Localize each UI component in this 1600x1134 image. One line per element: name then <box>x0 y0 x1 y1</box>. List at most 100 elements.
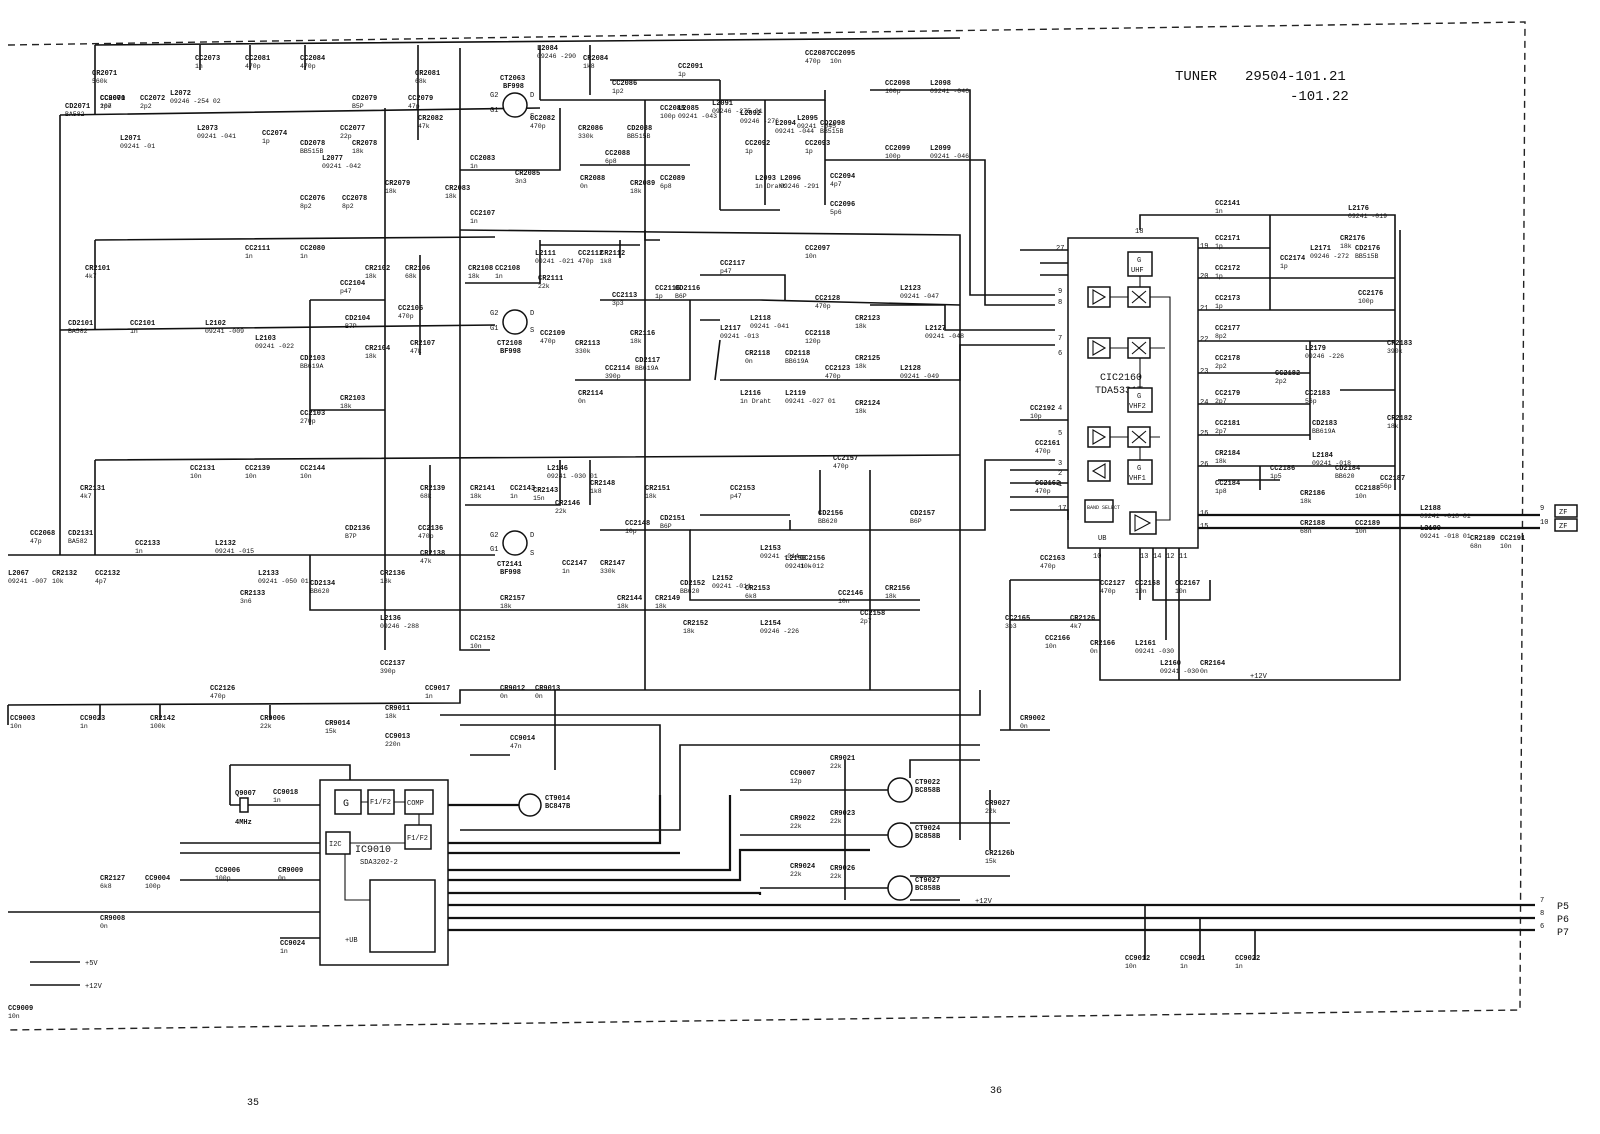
component-value-cc2112: 470p <box>578 258 594 265</box>
component-value-cc2085: 100p <box>660 113 676 120</box>
cic2160-pin22: 22 <box>1200 336 1208 344</box>
component-ref-cd2078: CD2078 <box>300 140 325 148</box>
component-value-l2117: 09241 -013 <box>720 333 759 340</box>
component-value-l2160: 09241 -030 <box>1160 668 1199 675</box>
pll-prescaler-block <box>404 824 432 850</box>
ct2063-type: BF998 <box>503 83 524 91</box>
component-value-cc2188: 10n <box>1355 493 1367 500</box>
component-ref-cr9027: CR9027 <box>985 800 1010 808</box>
vhf2-stage-lines <box>465 240 760 321</box>
component-ref-cr2184: CR2184 <box>1215 450 1240 458</box>
if-output-connector-1 <box>1554 504 1578 518</box>
component-value-cr9027: 22k <box>985 808 997 815</box>
component-ref-l2077: L2077 <box>322 155 343 163</box>
cic2160-supply <box>1000 579 1100 731</box>
component-ref-cc2152: CC2152 <box>470 635 495 643</box>
component-value-cr2153: 6k8 <box>745 593 757 600</box>
component-ref-cc9014: CC9014 <box>510 735 535 743</box>
component-ref-cr2164: CR2164 <box>1200 660 1225 668</box>
ct9014-type: BC847B <box>545 803 571 811</box>
component-ref-cc2084: CC2084 <box>300 55 325 63</box>
band-switch-lines <box>460 690 991 850</box>
cic2160-pin4: 4 <box>1058 405 1062 413</box>
component-value-l2152: 09241 -011 <box>712 583 751 590</box>
component-value-l2176: 09241 -019 <box>1348 213 1387 220</box>
component-value-cc2103: 270p <box>300 418 316 425</box>
component-value-cr2079: 18k <box>385 188 397 195</box>
component-ref-cc2094: CC2094 <box>830 173 855 181</box>
component-ref-cr2157: CR2157 <box>500 595 525 603</box>
uhf-bandpass-lines <box>719 89 1055 296</box>
component-ref-cc2183: CC2183 <box>1305 390 1330 398</box>
component-ref-cc2106: CC2106 <box>398 305 423 313</box>
cic2160-pin8: 8 <box>1058 299 1062 307</box>
vhf2-amp-block <box>1087 337 1111 359</box>
component-ref-cc2131: CC2131 <box>190 465 215 473</box>
transistor-ct2108 <box>502 309 528 335</box>
component-ref-cr9009: CR9009 <box>278 867 303 875</box>
vhf1-amp-icon <box>1092 429 1107 445</box>
component-value-cc2109: 470p <box>540 338 556 345</box>
component-ref-cd2101: CD2101 <box>68 320 93 328</box>
cic2160-pin21: 21 <box>1200 305 1208 313</box>
band-output-pin-p7: 6 <box>1540 923 1544 931</box>
component-value-cr2183: 390k <box>1387 348 1403 355</box>
component-ref-l2146: L2146 <box>547 465 568 473</box>
ct2141-g2: G2 <box>490 532 498 540</box>
component-ref-cd2152: CD2152 <box>680 580 705 588</box>
component-ref-cc2081: CC2081 <box>245 55 270 63</box>
component-ref-cr9006: CR9006 <box>260 715 285 723</box>
component-ref-l2067: L2067 <box>8 570 29 578</box>
component-value-cr2146: 22k <box>555 508 567 515</box>
component-value-cr2118: 0n <box>745 358 753 365</box>
supply-12v-label: +12V <box>1250 673 1268 681</box>
vhf1-osc-label: G <box>1137 465 1141 473</box>
component-value-cd2184: BB620 <box>1335 473 1355 480</box>
component-value-l2067: 09241 -007 <box>8 578 47 585</box>
component-value-cd2079: B5P <box>352 103 364 110</box>
cic2160-pin17: 17 <box>1058 505 1066 513</box>
component-ref-cr2141: CR2141 <box>470 485 495 493</box>
cic2160-left-pins <box>1010 419 1069 520</box>
component-value-cc9007: 12p <box>790 778 802 785</box>
component-value-l2094: 09241 -044 <box>775 128 814 135</box>
component-value-cd2118: BB619A <box>785 358 809 365</box>
component-value-l2179: 09246 -226 <box>1305 353 1344 360</box>
cic2160-pin24: 24 <box>1200 399 1208 407</box>
uhf-bias-lines <box>199 45 419 540</box>
band-output-pin-p5: 7 <box>1540 897 1544 905</box>
component-value-cr2088: 0n <box>580 183 588 190</box>
component-ref-cc9012: CC9012 <box>1125 955 1150 963</box>
component-ref-cr2111: CR2111 <box>538 275 563 283</box>
component-ref-l2085: L2085 <box>678 105 699 113</box>
component-value-l2189: 09241 -018 01 <box>1420 533 1471 540</box>
component-ref-l2136: L2136 <box>380 615 401 623</box>
component-ref-l2117: L2117 <box>720 325 741 333</box>
component-value-cr9023: 22k <box>830 818 842 825</box>
ct2108-ref: CT2108 <box>497 340 522 348</box>
component-ref-cc9000: CC9000 <box>100 95 125 103</box>
component-value-cc2074: 1p <box>262 138 270 145</box>
component-value-cr2188: 68n <box>1300 528 1312 535</box>
vhf2-mixer-icon <box>1131 341 1147 355</box>
component-value-cc2071: 2p7 <box>100 103 112 110</box>
component-ref-cc2086: CC2086 <box>612 80 637 88</box>
vhf1-input-icon <box>1091 463 1106 479</box>
component-value-cr2112: 1k8 <box>600 258 612 265</box>
component-ref-l2188: L2188 <box>1420 505 1441 513</box>
component-ref-cc2113: CC2113 <box>612 292 637 300</box>
pll-logic-block <box>369 879 436 953</box>
component-value-cr2133: 3n6 <box>240 598 252 605</box>
component-ref-l2127: L2127 <box>925 325 946 333</box>
component-ref-cc9009: CC9009 <box>8 1005 33 1013</box>
vhf2-osc-tank <box>1218 340 1395 440</box>
component-value-cr2157: 18k <box>500 603 512 610</box>
component-value-cc2080: 1n <box>300 253 308 260</box>
cic2160-pin5: 5 <box>1058 430 1062 438</box>
component-value-cc2072: 2p2 <box>140 103 152 110</box>
component-ref-l2095: L2095 <box>797 115 818 123</box>
component-ref-cc2087: CC2087 <box>805 50 830 58</box>
uhf-osc-label: G <box>1137 257 1141 265</box>
component-ref-l2096: L2096 <box>780 175 801 183</box>
component-value-cd2098: BB515B <box>820 128 844 135</box>
